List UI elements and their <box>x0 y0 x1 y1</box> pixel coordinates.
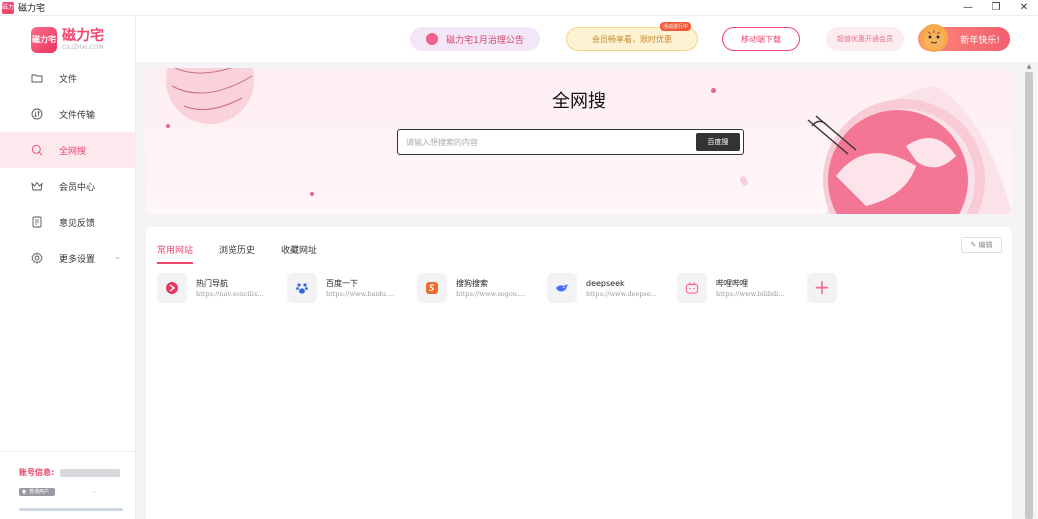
logo-badge: 磁力宅 <box>31 27 57 53</box>
site-tile-bilibili[interactable]: 哔哩哔哩 https://www.bilibili... <box>677 273 807 303</box>
restore-button[interactable]: ❐ <box>991 2 1001 13</box>
sidebar-item-settings[interactable]: 更多设置 ⌄ <box>0 240 135 276</box>
add-site-button[interactable]: + <box>807 273 837 303</box>
logo-subtitle: CILIZHAI.COM <box>62 43 104 51</box>
megaphone-icon <box>426 33 439 45</box>
sidebar-item-feedback[interactable]: 意见反馈 <box>0 204 135 240</box>
quota-progress-bar <box>19 508 123 511</box>
new-year-label: 新年快乐! <box>960 35 1000 46</box>
site-name: 热门导航 <box>196 278 228 288</box>
site-url: https://www.baidu.... <box>326 289 395 298</box>
sidebar-item-label: 更多设置 <box>59 254 96 265</box>
member-offer-button[interactable]: 会员畅享看，限时优惠 活动进行中 <box>566 22 698 51</box>
app-icon: 磁力 <box>2 1 14 14</box>
tiger-mascot-icon <box>920 24 948 52</box>
site-list: 热门导航 https://nav.soucilix... 百度一下 https:… <box>157 273 837 303</box>
baidu-paw-icon <box>287 273 317 303</box>
scroll-up-icon[interactable]: ▲ <box>1026 63 1032 70</box>
vip-expiry: - <box>93 488 96 496</box>
edit-icon: ✎ <box>970 241 977 249</box>
minimize-button[interactable]: — <box>963 2 973 13</box>
sidebar-nav: 文件 文件传输 全网搜 会员中心 意见反馈 <box>0 60 135 276</box>
diamond-icon <box>22 489 26 495</box>
vip-level-badge: 普通用户 <box>19 488 55 496</box>
deepseek-whale-icon <box>547 273 577 303</box>
hot-nav-icon <box>157 273 187 303</box>
scrollbar-thumb[interactable] <box>1025 72 1033 519</box>
sidebar-item-label: 全网搜 <box>59 146 87 157</box>
notice-button[interactable]: 磁力宅1月治理公告 <box>410 27 540 51</box>
tab-favorites[interactable]: 收藏网址 <box>281 246 318 256</box>
tab-common-sites[interactable]: 常用网站 <box>157 243 194 264</box>
transfer-icon <box>31 108 43 120</box>
member-offer-label: 会员畅享看，限时优惠 <box>592 34 672 44</box>
window-controls: — ❐ ✕ <box>954 0 1038 16</box>
site-url: https://www.sogou.... <box>456 289 526 298</box>
edit-label: 编辑 <box>978 241 993 249</box>
tab-history[interactable]: 浏览历史 <box>219 246 256 256</box>
close-button[interactable]: ✕ <box>1019 2 1029 13</box>
site-name: 搜狗搜索 <box>456 278 488 288</box>
logo-title: 磁力宅 <box>62 27 104 44</box>
mobile-download-label: 移动端下载 <box>741 34 781 44</box>
gear-icon <box>31 252 43 264</box>
site-tile-hot-nav[interactable]: 热门导航 https://nav.soucilix... <box>157 273 287 303</box>
account-name-redacted <box>60 468 121 477</box>
search-bar: 百度搜 <box>397 129 744 155</box>
sidebar-item-label: 文件 <box>59 74 78 85</box>
site-tile-sogou[interactable]: 搜狗搜索 https://www.sogou.... <box>417 273 547 303</box>
crown-icon <box>31 180 43 192</box>
notice-label: 磁力宅1月治理公告 <box>446 35 524 46</box>
edit-button[interactable]: ✎ 编辑 <box>961 237 1002 253</box>
folder-icon <box>31 72 43 84</box>
site-url: https://nav.soucilix... <box>196 289 264 298</box>
site-name: 哔哩哔哩 <box>716 278 748 288</box>
search-hero: 全网搜 百度搜 <box>146 68 1012 214</box>
search-input[interactable] <box>406 134 686 150</box>
sidebar-item-membership[interactable]: 会员中心 <box>0 168 135 204</box>
site-tile-deepseek[interactable]: deepseek https://www.deepse... <box>547 273 677 303</box>
sogou-icon <box>417 273 447 303</box>
sidebar-item-label: 文件传输 <box>59 110 96 121</box>
site-name: 百度一下 <box>326 278 358 288</box>
sidebar-item-transfer[interactable]: 文件传输 <box>0 96 135 132</box>
site-tile-baidu[interactable]: 百度一下 https://www.baidu.... <box>287 273 417 303</box>
decor-planet-left <box>166 68 254 124</box>
decor-planet-right <box>807 86 1012 214</box>
vip-offer-button[interactable]: 超值优惠开通会员 <box>826 27 904 51</box>
scrollbar[interactable]: ▲ <box>1024 62 1034 519</box>
account-label: 账号信息: <box>19 468 55 477</box>
mobile-download-button[interactable]: 移动端下载 <box>722 27 800 51</box>
sites-panel: 常用网站 浏览历史 收藏网址 ✎ 编辑 热门导航 https://nav.sou… <box>146 227 1012 519</box>
search-icon <box>31 144 43 156</box>
account-panel: 账号信息: 普通用户 - <box>0 451 135 519</box>
site-tabs: 常用网站 浏览历史 收藏网址 <box>157 243 343 264</box>
site-url: https://www.deepse... <box>586 289 657 298</box>
chevron-down-icon[interactable]: ⌄ <box>114 252 121 261</box>
logo[interactable]: 磁力宅 磁力宅 CILIZHAI.COM <box>31 27 104 53</box>
sidebar-item-search[interactable]: 全网搜 <box>0 132 135 168</box>
site-name: deepseek <box>586 278 625 288</box>
vip-offer-label: 超值优惠开通会员 <box>837 35 893 43</box>
sidebar-item-label: 会员中心 <box>59 182 96 193</box>
new-year-button[interactable]: 新年快乐! <box>918 24 1010 52</box>
window-title: 磁力宅 <box>18 4 46 14</box>
activity-tag: 活动进行中 <box>659 22 691 31</box>
feedback-icon <box>31 216 43 228</box>
page-title: 全网搜 <box>552 91 606 112</box>
top-bar: 磁力宅1月治理公告 会员畅享看，限时优惠 活动进行中 移动端下载 超值优惠开通会… <box>136 16 1038 62</box>
sidebar-item-files[interactable]: 文件 <box>0 60 135 96</box>
title-bar: 磁力 磁力宅 — ❐ ✕ <box>0 0 1038 16</box>
baidu-search-button[interactable]: 百度搜 <box>696 133 740 151</box>
bilibili-tv-icon <box>677 273 707 303</box>
site-url: https://www.bilibili... <box>716 289 785 298</box>
sidebar-item-label: 意见反馈 <box>59 218 96 229</box>
sidebar: 磁力宅 磁力宅 CILIZHAI.COM 文件 文件传输 全网搜 <box>0 16 136 519</box>
